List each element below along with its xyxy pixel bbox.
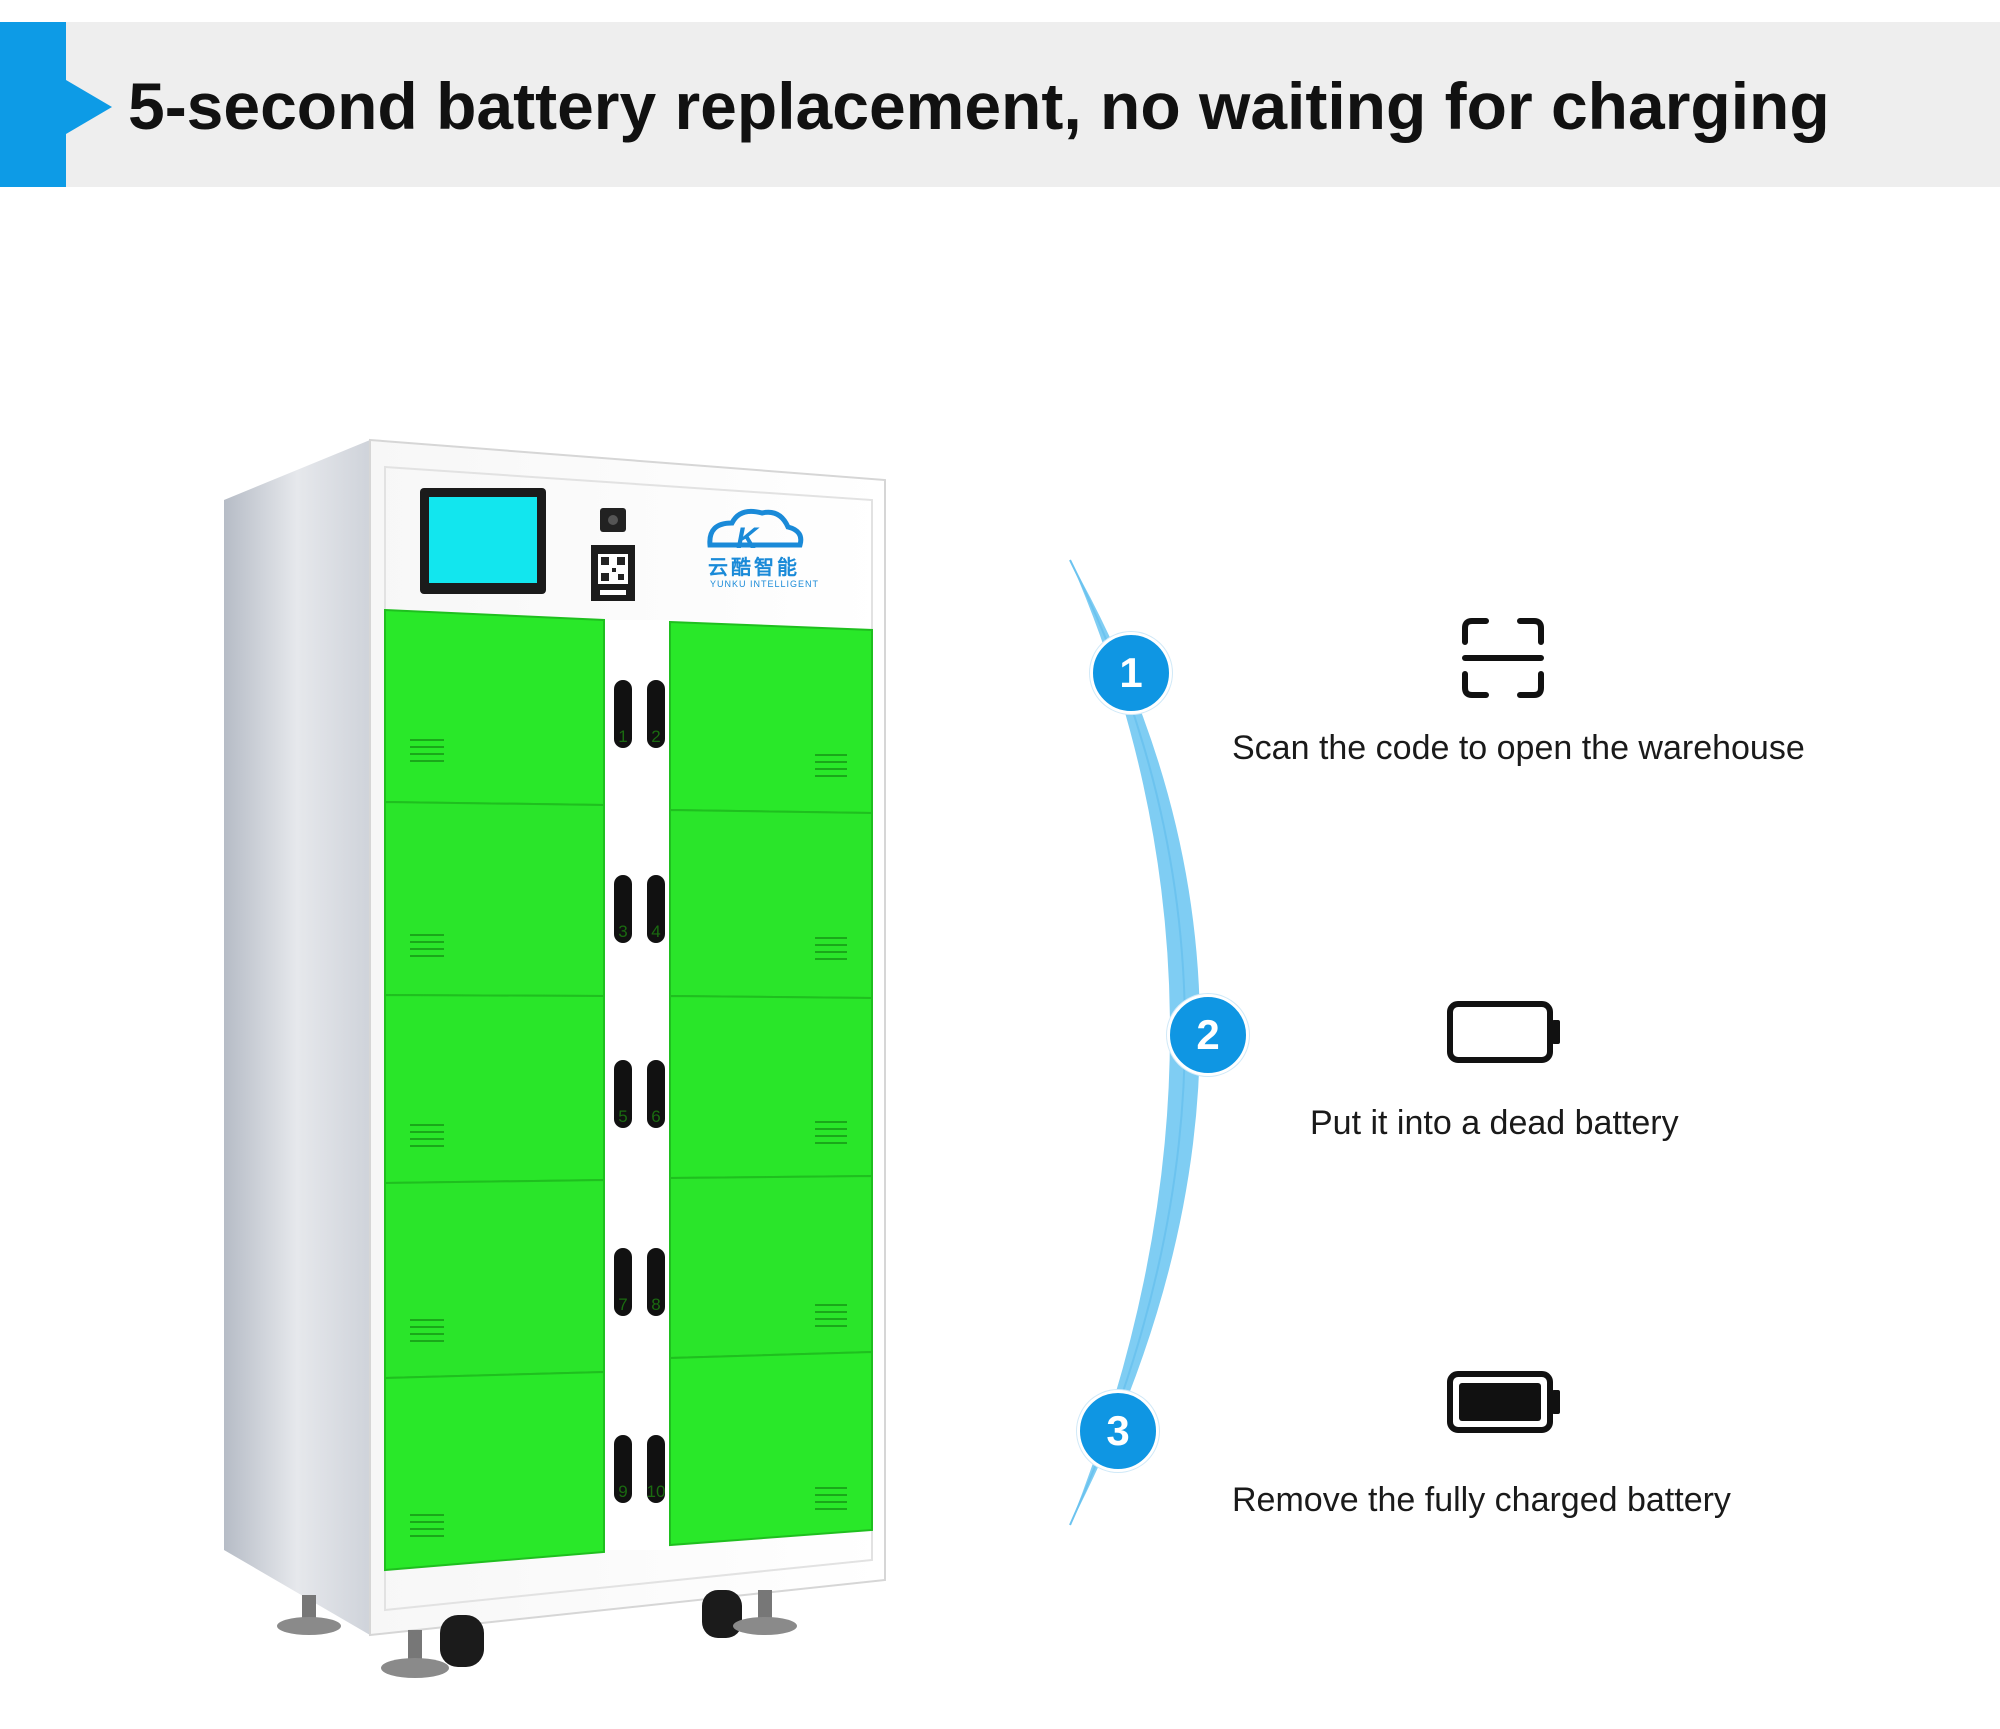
locker-door-3 xyxy=(384,800,605,998)
locker-door-7 xyxy=(384,1178,605,1380)
door-number-6: 6 xyxy=(651,1107,660,1126)
step-2-badge: 2 xyxy=(1167,994,1249,1076)
header-arrow-icon xyxy=(66,80,112,134)
lock-pair-9-10: 9 10 xyxy=(614,1435,665,1503)
camera-icon xyxy=(600,508,626,532)
locker-door-1 xyxy=(384,608,605,807)
lock-pair-7-8: 7 8 xyxy=(614,1248,665,1316)
brand-logo: K 云酷智能 YUNKU INTELLIGENT xyxy=(707,508,819,589)
door-number-1: 1 xyxy=(618,727,627,746)
empty-battery-icon xyxy=(1446,1000,1562,1069)
lock-pair-1-2: 1 2 xyxy=(614,680,665,748)
locker-door-6 xyxy=(669,994,873,1180)
page-title: 5-second battery replacement, no waiting… xyxy=(128,69,1830,143)
cabinet-side-panel xyxy=(224,440,370,1635)
logo-brand-cn: 云酷智能 xyxy=(708,555,800,579)
battery-swap-cabinet-image: K 云酷智能 YUNKU INTELLIGENT xyxy=(210,430,910,1680)
header-bar xyxy=(0,22,2000,187)
door-number-7: 7 xyxy=(618,1295,627,1314)
step-2-text: Put it into a dead battery xyxy=(1310,1104,1679,1142)
step-3-badge: 3 xyxy=(1077,1390,1159,1472)
lock-pair-3-4: 3 4 xyxy=(614,875,665,943)
header-accent-block xyxy=(0,22,66,187)
full-battery-icon xyxy=(1446,1370,1562,1439)
locker-doors xyxy=(384,608,873,1572)
qr-code-icon xyxy=(591,545,635,601)
door-number-5: 5 xyxy=(618,1107,627,1126)
locker-door-2 xyxy=(669,620,873,815)
locker-door-10 xyxy=(669,1350,873,1547)
door-number-4: 4 xyxy=(651,922,660,941)
step-3-text: Remove the fully charged battery xyxy=(1232,1481,1731,1519)
logo-mark-letter: K xyxy=(736,522,760,555)
logo-brand-en: YUNKU INTELLIGENT xyxy=(710,579,819,589)
locker-door-8 xyxy=(669,1174,873,1360)
scan-frame-icon xyxy=(1462,618,1544,703)
locker-door-4 xyxy=(669,808,873,1000)
door-number-2: 2 xyxy=(651,727,660,746)
door-number-10: 10 xyxy=(647,1482,666,1501)
locker-door-5 xyxy=(384,993,605,1185)
locker-door-9 xyxy=(384,1370,605,1572)
door-number-8: 8 xyxy=(651,1295,660,1314)
step-1-badge: 1 xyxy=(1090,632,1172,714)
door-locks: 1 2 3 4 5 6 7 8 9 10 xyxy=(614,680,665,1503)
cabinet-feet-wheels xyxy=(277,1590,797,1678)
lock-pair-5-6: 5 6 xyxy=(614,1060,665,1128)
door-number-3: 3 xyxy=(618,922,627,941)
door-number-9: 9 xyxy=(618,1482,627,1501)
touch-screen xyxy=(420,488,546,594)
door-vents xyxy=(410,739,847,1537)
step-1-text: Scan the code to open the warehouse xyxy=(1232,729,1805,767)
